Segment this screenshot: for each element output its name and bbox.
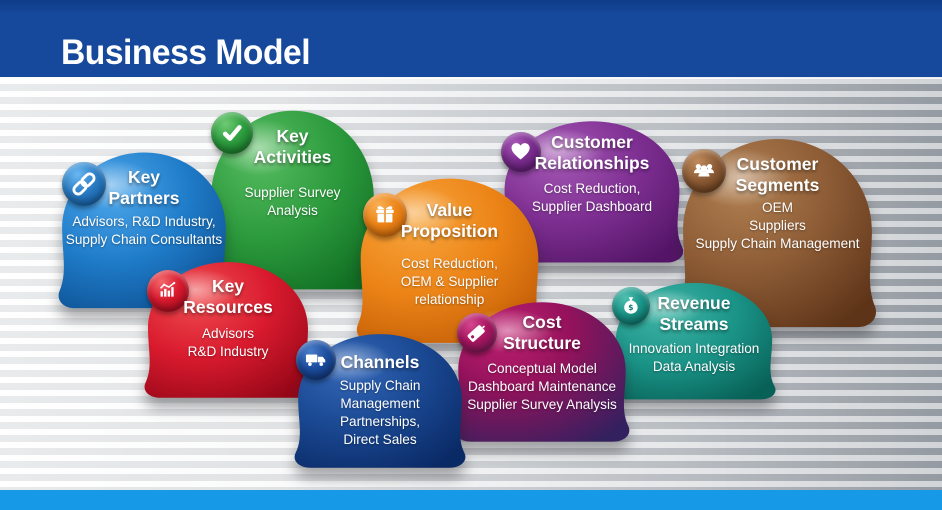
money-bag-icon: $ bbox=[612, 287, 650, 325]
bubble-body: Advisors, R&D Industry, Supply Chain Con… bbox=[65, 214, 223, 248]
bubble-revenue-streams: $ Revenue Streams Innovation Integration… bbox=[610, 281, 778, 403]
link-icon bbox=[62, 162, 106, 206]
svg-text:$: $ bbox=[628, 303, 633, 312]
bubble-title: Key Resources bbox=[183, 276, 273, 318]
bubble-customer-relationships: Customer Relationships Cost Reduction, S… bbox=[498, 119, 686, 267]
chart-icon bbox=[147, 270, 189, 312]
bubble-title: Channels bbox=[340, 352, 420, 372]
bubble-title: Key Activities bbox=[253, 126, 332, 168]
gift-icon bbox=[363, 193, 407, 237]
bubble-key-resources: Key Resources Advisors R&D Industry bbox=[142, 260, 314, 402]
bubble-title: Value Proposition bbox=[400, 200, 499, 242]
bubble-key-activities: Key Activities Supplier Survey Analysis bbox=[205, 108, 380, 295]
bubble-customer-segments: Customer Segments OEM Suppliers Supply C… bbox=[676, 136, 879, 333]
footer-bar bbox=[0, 490, 942, 510]
bubble-title: Customer Relationships bbox=[534, 132, 650, 174]
bubble-body: Conceptual Model Dashboard Maintenance S… bbox=[467, 361, 617, 413]
bubble-body: Advisors R&D Industry bbox=[187, 326, 269, 360]
people-icon bbox=[682, 149, 726, 193]
bubble-body: Cost Reduction, OEM & Supplier relations… bbox=[400, 256, 499, 308]
bubble-body: Supplier Survey Analysis bbox=[244, 185, 341, 219]
bubble-channels: Channels Supply Chain Management Partner… bbox=[292, 332, 468, 472]
check-icon bbox=[211, 112, 253, 154]
bubble-title: Key Partners bbox=[108, 167, 180, 209]
bubble-body: Innovation Integration Data Analysis bbox=[628, 341, 760, 375]
bubble-title: Cost Structure bbox=[503, 312, 581, 354]
bubble-body: Supply Chain Management Partnerships, Di… bbox=[339, 378, 421, 448]
bubble-title: Revenue Streams bbox=[657, 293, 731, 335]
heart-icon bbox=[501, 132, 541, 172]
bubble-cost-structure: Cost Structure Conceptual Model Dashboar… bbox=[452, 300, 632, 446]
page-title: Business Model bbox=[61, 33, 311, 72]
bubble-body: OEM Suppliers Supply Chain Management bbox=[695, 200, 860, 252]
bubble-body: Cost Reduction, Supplier Dashboard bbox=[531, 181, 653, 215]
bubble-title: Customer Segments bbox=[735, 154, 820, 196]
truck-icon bbox=[296, 340, 336, 380]
tag-icon bbox=[457, 313, 497, 353]
header-bar: Business Model bbox=[0, 0, 942, 77]
bubble-value-proposition: Value Proposition Cost Reduction, OEM & … bbox=[354, 176, 545, 348]
